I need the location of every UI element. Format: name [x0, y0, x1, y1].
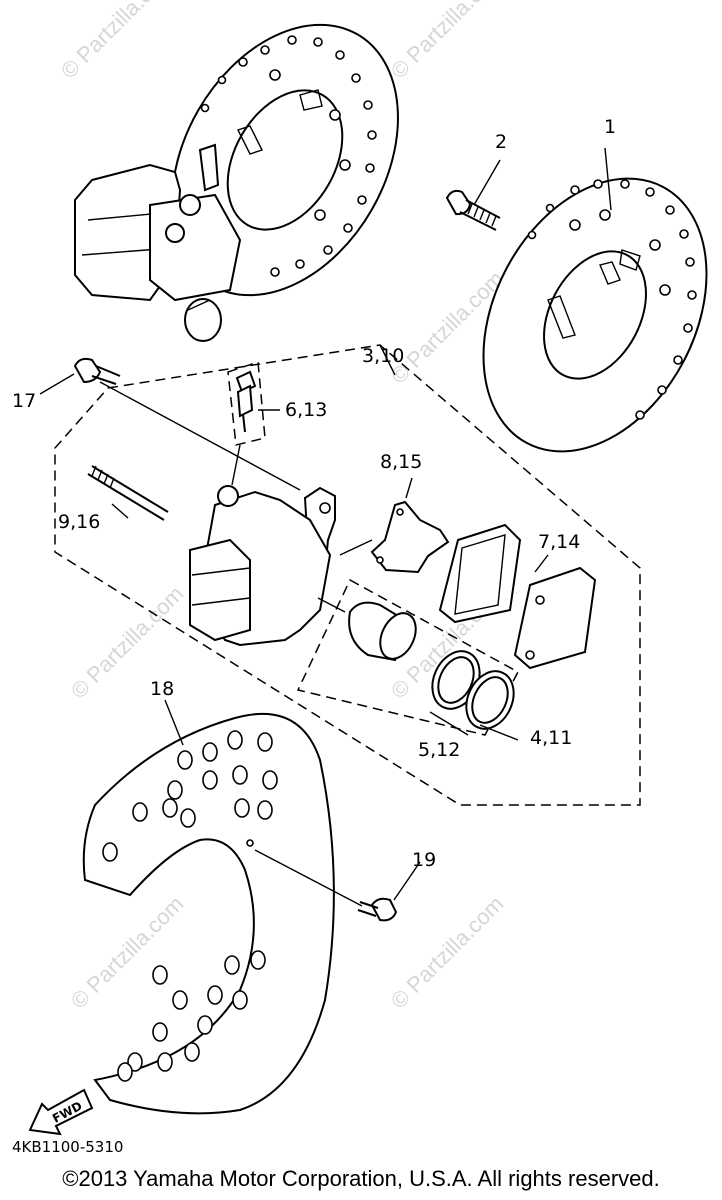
assembled-brake-disc: [171, 23, 399, 297]
disc-guard-bolt: [254, 849, 421, 922]
copyright-notice: ©2013 Yamaha Motor Corporation, U.S.A. A…: [62, 1166, 660, 1191]
part-code: 4KB1100-5310: [12, 1138, 123, 1156]
callout-9-16: 9,16: [58, 511, 100, 533]
watermark-1: © Partzilla.com: [56, 0, 179, 84]
callout-5-12: 5,12: [418, 739, 460, 761]
caliper-assembly-boundary: [54, 344, 641, 806]
brake-disc: [482, 147, 708, 453]
callout-3-10: 3,10: [362, 345, 404, 367]
piston-seals: [429, 650, 519, 741]
pad-pin: [87, 465, 169, 521]
callout-17: 17: [12, 390, 36, 412]
disc-bolt: [445, 159, 501, 231]
fwd-arrow: FWD: [28, 1088, 94, 1136]
caliper-body: [189, 485, 373, 647]
callout-8-15: 8,15: [380, 451, 422, 473]
assembled-caliper: [74, 143, 242, 342]
callout-18: 18: [150, 678, 174, 700]
brake-pads: [438, 523, 597, 670]
disc-guard: [82, 699, 335, 1115]
piston: [348, 601, 417, 662]
watermark-7: © Partzilla.com: [386, 891, 509, 1014]
callout-1: 1: [604, 116, 616, 138]
callout-4-11: 4,11: [530, 727, 572, 749]
callout-2: 2: [495, 131, 507, 153]
bleed-screw: [231, 370, 280, 486]
watermark-2: © Partzilla.com: [386, 0, 509, 84]
callout-6-13: 6,13: [285, 399, 327, 421]
caliper-bolt: [73, 357, 301, 491]
piston-assembly-boundary: [296, 578, 520, 736]
callout-19: 19: [412, 849, 436, 871]
callout-7-14: 7,14: [538, 531, 580, 553]
pad-spring: [370, 477, 450, 574]
watermark-6: © Partzilla.com: [66, 891, 189, 1014]
